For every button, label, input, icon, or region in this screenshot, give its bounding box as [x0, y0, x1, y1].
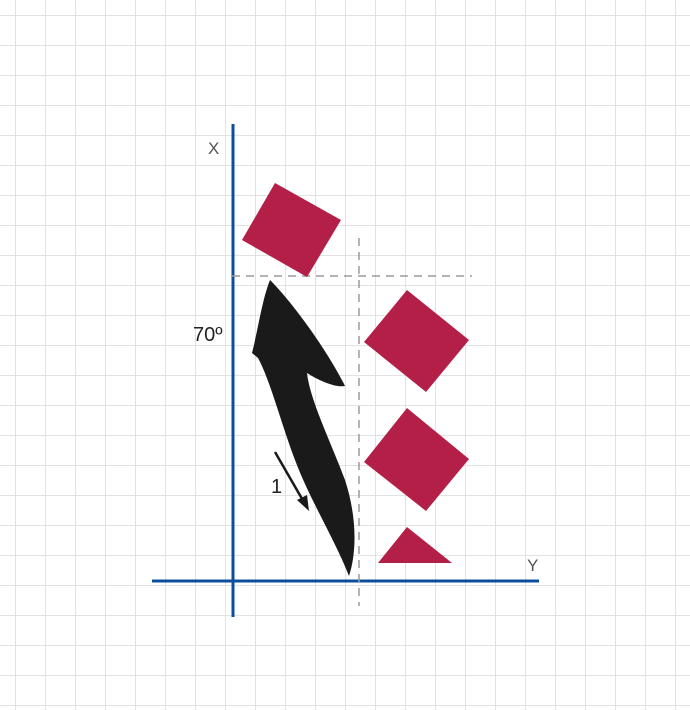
- square-3: [364, 408, 469, 511]
- curved-arrow-shape: [252, 280, 355, 576]
- x-axis-label: X: [208, 139, 219, 158]
- triangle: [378, 527, 452, 563]
- direction-arrow-line: [273, 451, 307, 505]
- square-2: [364, 290, 469, 392]
- step-label: 1: [271, 476, 282, 498]
- direction-arrow-head: [297, 495, 309, 511]
- angle-label: 70º: [193, 324, 223, 346]
- square-1: [242, 183, 341, 277]
- y-axis-label: Y: [527, 556, 538, 575]
